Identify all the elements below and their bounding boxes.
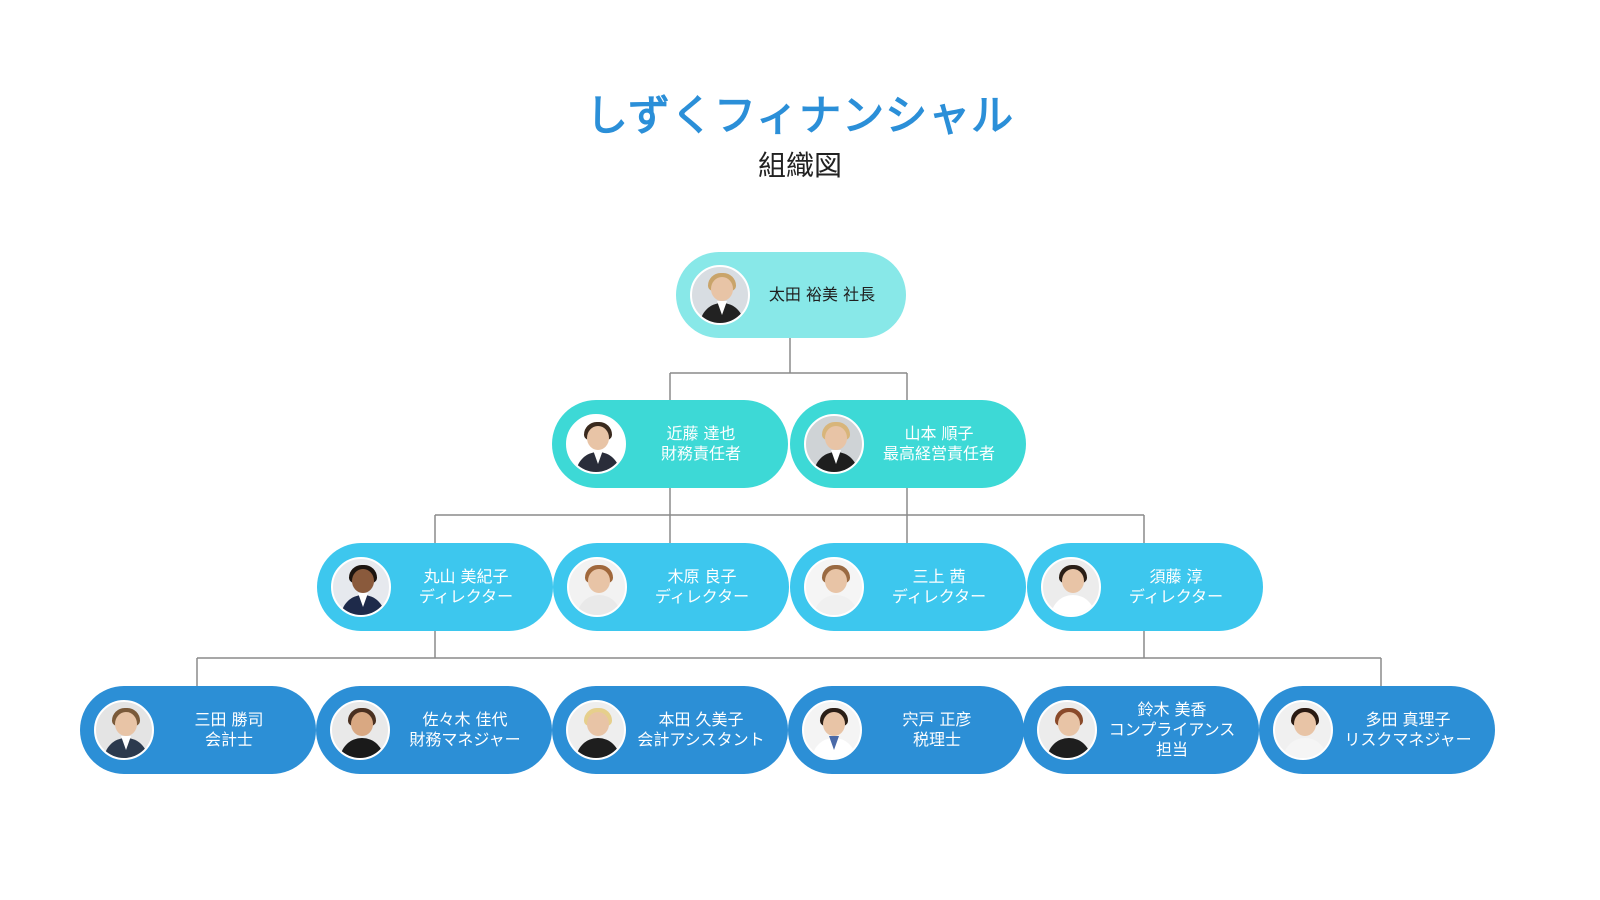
avatar xyxy=(1273,700,1333,760)
avatar xyxy=(567,557,627,617)
avatar xyxy=(1041,557,1101,617)
person-name: 須藤 淳 xyxy=(1149,567,1203,586)
person-name: 佐々木 佳代 xyxy=(422,710,508,729)
avatar xyxy=(330,700,390,760)
person-role-line1: コンプライアンス xyxy=(1108,720,1236,739)
avatar xyxy=(804,557,864,617)
person-role: 最高経営責任者 xyxy=(882,444,995,463)
person-role: リスクマネジャー xyxy=(1344,730,1472,749)
person-role: 会計アシスタント xyxy=(637,730,765,749)
avatar xyxy=(94,700,154,760)
org-node-executive[interactable]: 近藤 達也 財務責任者 xyxy=(552,400,788,488)
org-node-label: 多田 真理子 リスクマネジャー xyxy=(1333,710,1483,750)
person-name: 木原 良子 xyxy=(667,567,737,586)
org-node-staff[interactable]: 多田 真理子 リスクマネジャー xyxy=(1259,686,1495,774)
person-role: ディレクター xyxy=(654,587,750,606)
avatar xyxy=(804,414,864,474)
avatar xyxy=(566,700,626,760)
avatar xyxy=(331,557,391,617)
person-name: 多田 真理子 xyxy=(1365,710,1451,729)
avatar xyxy=(1037,700,1097,760)
person-role: 財務責任者 xyxy=(660,444,741,463)
person-name: 宍戸 正彦 xyxy=(902,710,972,729)
avatar xyxy=(802,700,862,760)
org-node-label: 鈴木 美香 コンプライアンス 担当 xyxy=(1097,700,1247,760)
org-node-label: 近藤 達也 財務責任者 xyxy=(626,424,776,464)
person-name: 丸山 美紀子 xyxy=(423,567,509,586)
org-node-label: 佐々木 佳代 財務マネジャー xyxy=(390,710,540,750)
org-node-staff[interactable]: 鈴木 美香 コンプライアンス 担当 xyxy=(1023,686,1259,774)
org-node-staff[interactable]: 佐々木 佳代 財務マネジャー xyxy=(316,686,552,774)
org-node-director[interactable]: 丸山 美紀子 ディレクター xyxy=(317,543,553,631)
org-node-label: 宍戸 正彦 税理士 xyxy=(862,710,1012,750)
avatar xyxy=(566,414,626,474)
org-node-label: 山本 順子 最高経営責任者 xyxy=(864,424,1014,464)
page-title: しずくフィナンシャル xyxy=(585,91,1015,140)
org-node-staff[interactable]: 宍戸 正彦 税理士 xyxy=(788,686,1024,774)
org-node-label: 三田 勝司 会計士 xyxy=(154,710,304,750)
person-name: 三田 勝司 xyxy=(194,710,264,729)
person-role-line2: 担当 xyxy=(1155,740,1188,759)
org-node-staff[interactable]: 本田 久美子 会計アシスタント xyxy=(552,686,788,774)
person-role: ディレクター xyxy=(418,587,514,606)
page-subtitle: 組織図 xyxy=(757,149,842,182)
org-node-label: 太田 裕美 社長 xyxy=(750,285,894,305)
org-node-staff[interactable]: 三田 勝司 会計士 xyxy=(80,686,316,774)
avatar xyxy=(690,265,750,325)
person-role: ディレクター xyxy=(1128,587,1224,606)
person-name: 太田 裕美 xyxy=(768,285,838,304)
person-role: ディレクター xyxy=(891,587,987,606)
org-node-director[interactable]: 木原 良子 ディレクター xyxy=(553,543,789,631)
person-name: 山本 順子 xyxy=(904,424,974,443)
person-role: 財務マネジャー xyxy=(409,730,521,749)
org-node-label: 須藤 淳 ディレクター xyxy=(1101,567,1251,607)
org-node-director[interactable]: 須藤 淳 ディレクター xyxy=(1027,543,1263,631)
org-node-label: 三上 茜 ディレクター xyxy=(864,567,1014,607)
org-node-label: 木原 良子 ディレクター xyxy=(627,567,777,607)
person-name: 本田 久美子 xyxy=(658,710,744,729)
person-role: 社長 xyxy=(843,285,876,304)
person-name: 三上 茜 xyxy=(912,567,966,586)
person-role: 会計士 xyxy=(204,730,253,749)
org-node-president[interactable]: 太田 裕美 社長 xyxy=(676,252,906,338)
org-node-label: 丸山 美紀子 ディレクター xyxy=(391,567,541,607)
org-node-director[interactable]: 三上 茜 ディレクター xyxy=(790,543,1026,631)
person-role: 税理士 xyxy=(912,730,961,749)
org-node-label: 本田 久美子 会計アシスタント xyxy=(626,710,776,750)
person-name: 近藤 達也 xyxy=(666,424,736,443)
org-node-executive[interactable]: 山本 順子 最高経営責任者 xyxy=(790,400,1026,488)
person-name: 鈴木 美香 xyxy=(1137,700,1207,719)
